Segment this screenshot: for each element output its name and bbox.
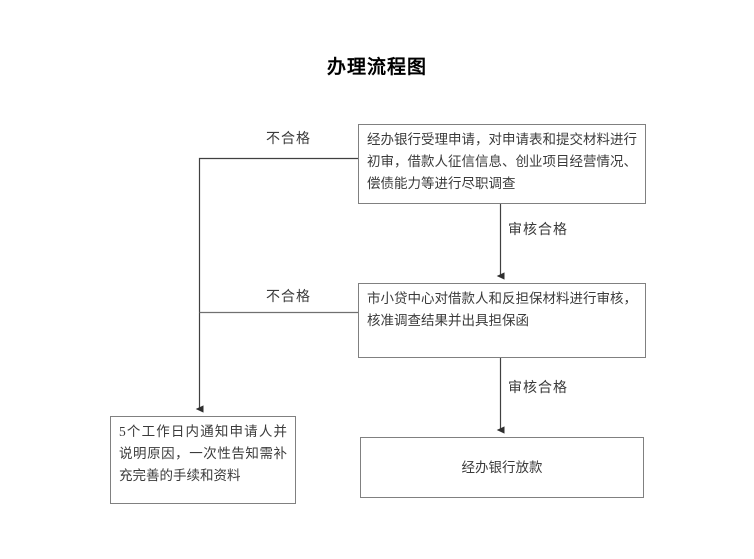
edge-label-pass-1: 审核合格 [508,223,568,238]
node-bank-review: 经办银行受理申请，对申请表和提交材料进行初审，借款人征信信息、创业项目经营情况、… [358,124,646,204]
edge-label-fail-2: 不合格 [266,290,311,305]
node-center-review-label: 市小贷中心对借款人和反担保材料进行审核，核准调查结果并出具担保函 [367,291,637,328]
node-notify-applicant: 5个工作日内通知申请人并说明原因，一次性告知需补充完善的手续和资料 [110,416,296,504]
edge-label-pass-2: 审核合格 [508,381,568,396]
node-bank-disburse-label: 经办银行放款 [461,459,543,475]
edge-fail-bank-review [195,157,358,413]
node-center-review: 市小贷中心对借款人和反担保材料进行审核，核准调查结果并出具担保函 [358,283,646,358]
edge-label-fail-1: 不合格 [266,132,311,147]
node-bank-disburse: 经办银行放款 [360,437,644,498]
node-notify-applicant-label: 5个工作日内通知申请人并说明原因，一次性告知需补充完善的手续和资料 [119,424,287,483]
node-bank-review-label: 经办银行受理申请，对申请表和提交材料进行初审，借款人征信信息、创业项目经营情况、… [367,132,637,191]
page-title: 办理流程图 [326,57,427,78]
